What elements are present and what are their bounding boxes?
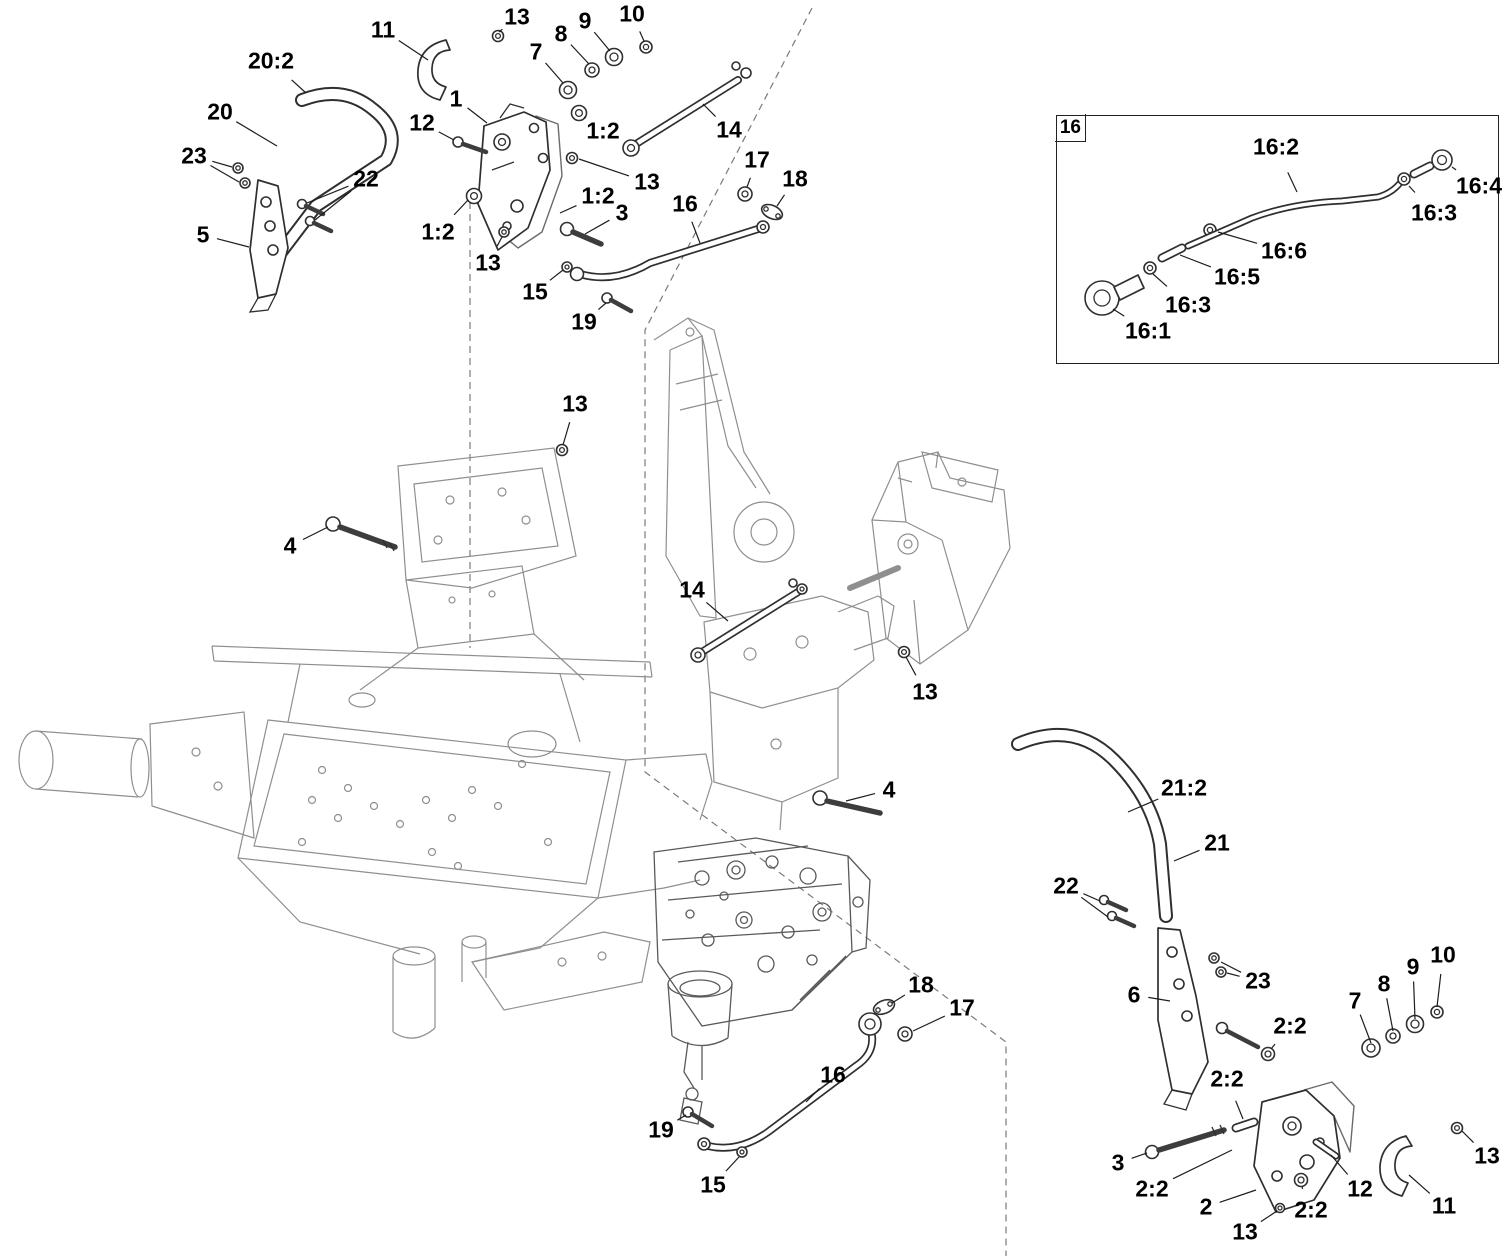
- section-dash-lines: [469, 7, 1007, 1256]
- center-assembly-art: [325, 443, 913, 1158]
- frame-line-art: [18, 317, 1011, 1039]
- pump-line-art: [653, 837, 871, 1125]
- inset-detail-box: 16: [1055, 114, 1499, 364]
- upper-left-assembly-art: [232, 29, 784, 314]
- inset-art: [1084, 149, 1453, 316]
- right-assembly-art: [1011, 728, 1464, 1214]
- inset-label: 16: [1055, 114, 1087, 143]
